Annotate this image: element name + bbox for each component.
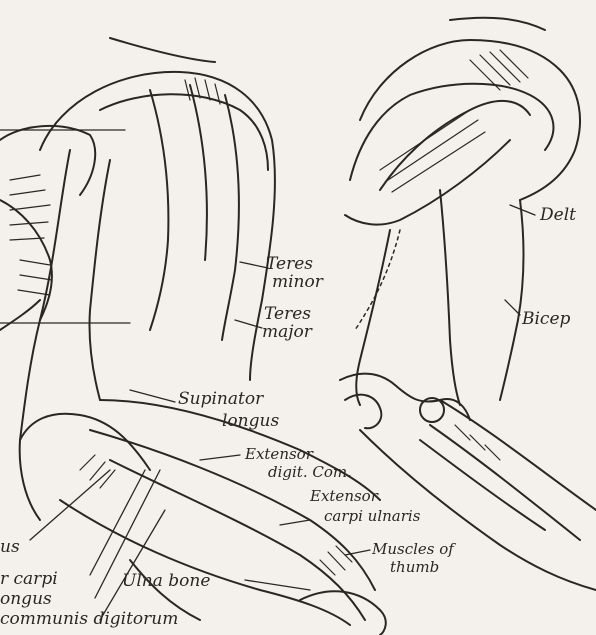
label-extensor-cu-1: Extensor (310, 488, 378, 504)
label-left-carpi: r carpi (0, 570, 58, 588)
label-teres-major-1: Teres (264, 305, 311, 323)
label-supinator-2: longus (222, 412, 279, 430)
label-teres-minor-1: Teres (266, 255, 313, 273)
right-hatch-forearm (455, 425, 500, 460)
leader-left-communis (100, 510, 165, 620)
left-teres-stroke-1 (150, 90, 168, 330)
leader-extensor-dc (200, 455, 240, 460)
left-upper-arm-mid (89, 160, 110, 400)
leader-supinator (130, 390, 175, 402)
left-shoulder-top (110, 38, 215, 62)
right-elbow (340, 374, 470, 420)
label-ulna-bone: Ulna bone (122, 572, 210, 590)
right-deltoid-inner (380, 101, 530, 190)
right-deltoid-base (345, 140, 510, 225)
left-back-lower (0, 300, 40, 330)
right-biceps-back (500, 200, 524, 400)
label-extensor-dc-2: digit. Com. (268, 464, 352, 480)
leader-left-us (30, 470, 110, 540)
leader-extensor-cu (280, 520, 310, 525)
right-hatch-biceps (380, 110, 485, 192)
label-extensor-cu-2: carpi ulnaris (324, 508, 420, 524)
right-forearm-inner (420, 440, 545, 530)
leader-biceps (505, 300, 520, 315)
leader-lines (0, 130, 535, 620)
label-teres-major-2: major (262, 323, 312, 341)
label-left-ongus: ongus (0, 590, 52, 608)
leader-teres-minor (240, 262, 268, 268)
right-biceps-dotted (355, 230, 400, 330)
left-arm-drawing (0, 38, 386, 635)
label-left-us: us (0, 538, 20, 556)
label-biceps-partial: Bicep (522, 310, 570, 328)
right-elbow-joint (345, 395, 381, 429)
leader-deltoid (510, 205, 535, 215)
label-left-communis: communis digitorum (0, 610, 178, 628)
right-biceps-mid (440, 190, 460, 405)
right-shoulder-top (450, 18, 545, 30)
label-extensor-dc-1: Extensor (245, 446, 313, 462)
right-deltoid (350, 84, 553, 180)
right-forearm-top (440, 400, 596, 510)
label-teres-minor-2: minor (272, 273, 323, 291)
label-supinator-1: Supinator (178, 390, 263, 408)
left-teres-stroke-3 (222, 95, 239, 340)
left-teres-stroke-2 (190, 85, 207, 260)
label-deltoid-partial: Delt (540, 206, 576, 224)
left-wrist (300, 591, 386, 635)
label-thumb-2: thumb (390, 559, 439, 575)
label-thumb-1: Muscles of (372, 541, 454, 557)
right-arm-drawing (340, 18, 596, 590)
left-deltoid-fold (100, 94, 268, 170)
left-hatch-shoulder (10, 175, 50, 240)
